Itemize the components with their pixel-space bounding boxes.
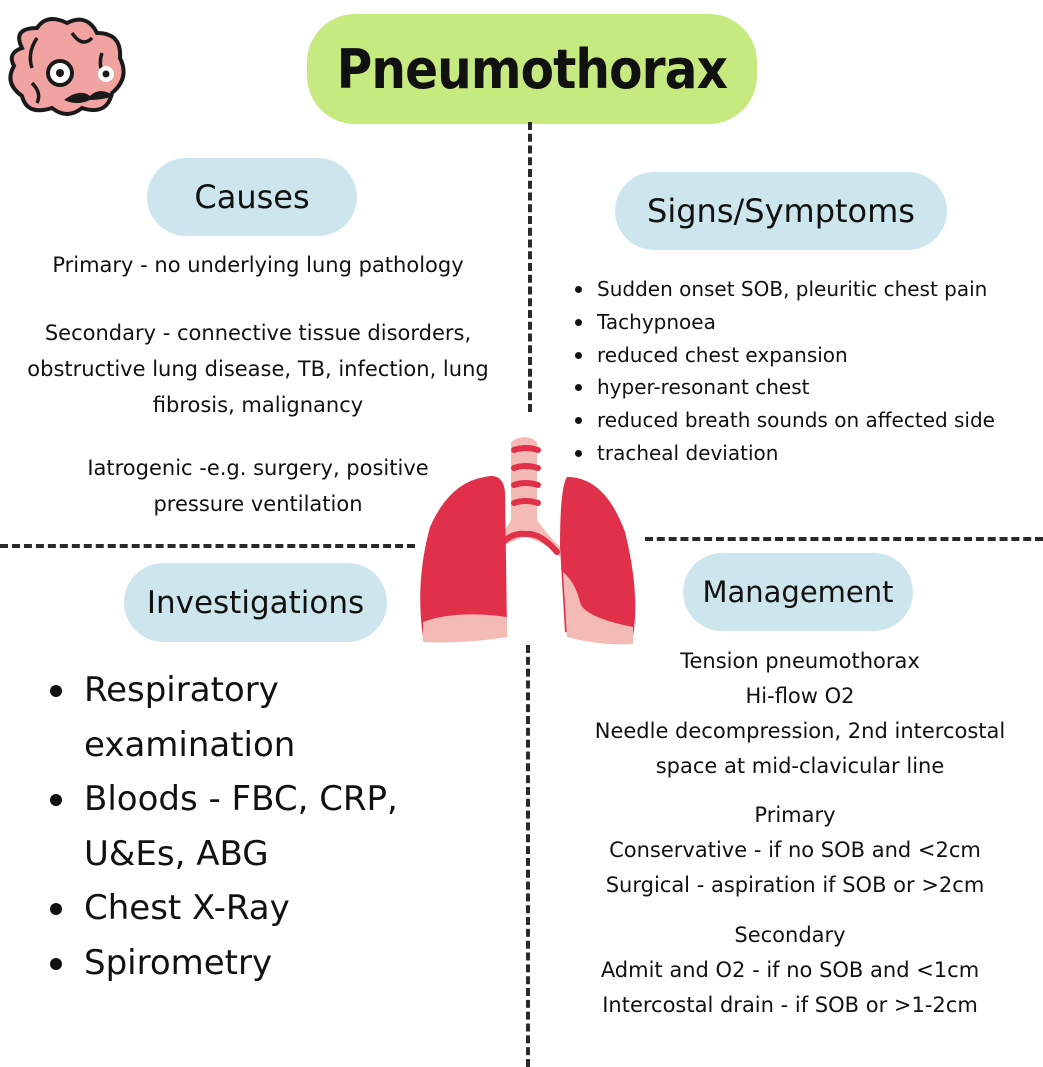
management-heading: Management (683, 553, 913, 631)
management-primary: Primary Conservative - if no SOB and <2c… (550, 798, 1040, 903)
management-tension: Tension pneumothorax Hi-flow O2 Needle d… (555, 644, 1043, 784)
list-item: reduced breath sounds on affected side (575, 404, 995, 437)
text-line: Surgical - aspiration if SOB or >2cm (605, 873, 985, 897)
text-line: pressure ventilation (153, 492, 363, 516)
investigations-heading: Investigations (124, 563, 387, 642)
vertical-divider-top (528, 122, 532, 412)
text-line: space at mid-clavicular line (655, 754, 945, 778)
causes-secondary: Secondary - connective tissue disorders,… (0, 315, 516, 423)
text-line: Conservative - if no SOB and <2cm (609, 838, 981, 862)
list-item: Bloods - FBC, CRP, U&Es, ABG (50, 772, 424, 881)
text-line: Admit and O2 - if no SOB and <1cm (600, 958, 980, 982)
list-item: hyper-resonant chest (575, 371, 995, 404)
text-line: Needle decompression, 2nd intercostal (594, 719, 1006, 743)
text-line: Iatrogenic -e.g. surgery, positive (87, 456, 429, 480)
text-line: Intercostal drain - if SOB or >1-2cm (602, 993, 978, 1017)
list-item: reduced chest expansion (575, 339, 995, 372)
text-line: fibrosis, malignancy (152, 393, 364, 417)
investigations-list: Respiratory examination Bloods - FBC, CR… (50, 663, 424, 990)
text-line: Primary (754, 803, 836, 827)
page-title-text: Pneumothorax (336, 37, 728, 101)
list-item: Tachypnoea (575, 306, 995, 339)
text-line: Secondary - connective tissue disorders, (44, 321, 472, 345)
list-item: tracheal deviation (575, 437, 995, 470)
lungs-icon (420, 437, 636, 645)
signs-heading: Signs/Symptoms (615, 172, 947, 250)
text-line: obstructive lung disease, TB, infection,… (27, 357, 489, 381)
text-line: Hi-flow O2 (745, 684, 855, 708)
page-title: Pneumothorax (307, 14, 757, 124)
list-item: Respiratory examination (50, 663, 424, 772)
causes-heading: Causes (147, 158, 357, 236)
horizontal-divider-left (0, 544, 415, 548)
causes-iatrogenic: Iatrogenic -e.g. surgery, positive press… (0, 450, 516, 522)
signs-list: Sudden onset SOB, pleuritic chest pain T… (575, 273, 995, 470)
horizontal-divider-right (645, 537, 1043, 541)
text-line: Tension pneumothorax (680, 649, 920, 673)
list-item: Chest X-Ray (50, 881, 424, 936)
vertical-divider-bottom (526, 645, 530, 1067)
management-secondary: Secondary Admit and O2 - if no SOB and <… (545, 918, 1035, 1023)
text-line: Secondary (734, 923, 846, 947)
list-item: Sudden onset SOB, pleuritic chest pain (575, 273, 995, 306)
list-item: Spirometry (50, 936, 424, 991)
brain-mascot-icon (8, 17, 126, 116)
causes-primary: Primary - no underlying lung pathology (52, 253, 464, 277)
